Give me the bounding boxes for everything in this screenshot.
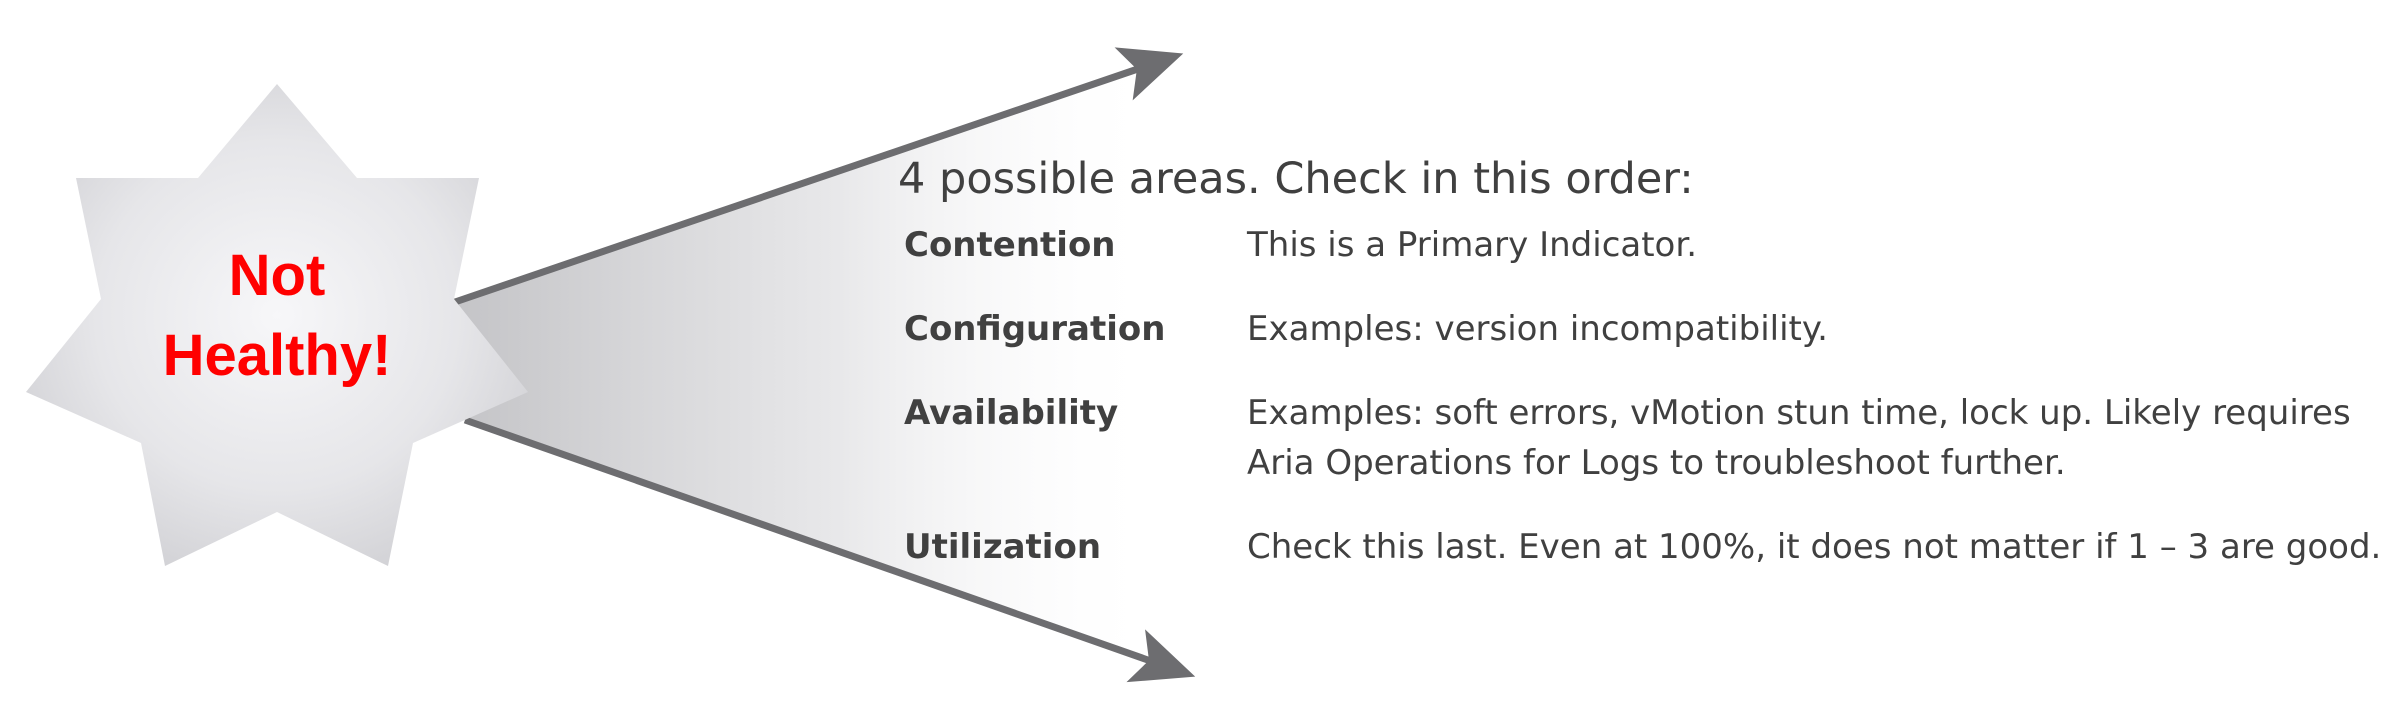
area-description: Examples: version incompatibility. <box>1247 309 1828 349</box>
upper-arrow <box>453 47 1184 306</box>
area-name: Utilization <box>904 527 1102 567</box>
area-description: Examples: soft errors, vMotion stun time… <box>1247 393 2351 483</box>
area-name: Configuration <box>904 309 1166 349</box>
lower-arrow <box>463 416 1196 683</box>
areas-panel: 4 possible areas. Check in this order: C… <box>898 150 2398 606</box>
area-row-contention: Contention This is a Primary Indicator. <box>898 220 2398 270</box>
star-label-line2: Healthy! <box>163 323 392 388</box>
gradient-cone <box>455 62 1160 662</box>
area-row-availability: Availability Examples: soft errors, vMot… <box>898 388 2398 488</box>
panel-heading: 4 possible areas. Check in this order: <box>898 154 1694 204</box>
area-row-utilization: Utilization Check this last. Even at 100… <box>898 522 2398 572</box>
area-description: Check this last. Even at 100%, it does n… <box>1247 527 2382 567</box>
star-label-line1: Not <box>229 243 326 308</box>
not-healthy-star <box>26 84 528 566</box>
area-name: Availability <box>904 393 1119 433</box>
area-row-configuration: Configuration Examples: version incompat… <box>898 304 2398 354</box>
area-name: Contention <box>904 225 1116 265</box>
area-description: This is a Primary Indicator. <box>1247 225 1698 265</box>
